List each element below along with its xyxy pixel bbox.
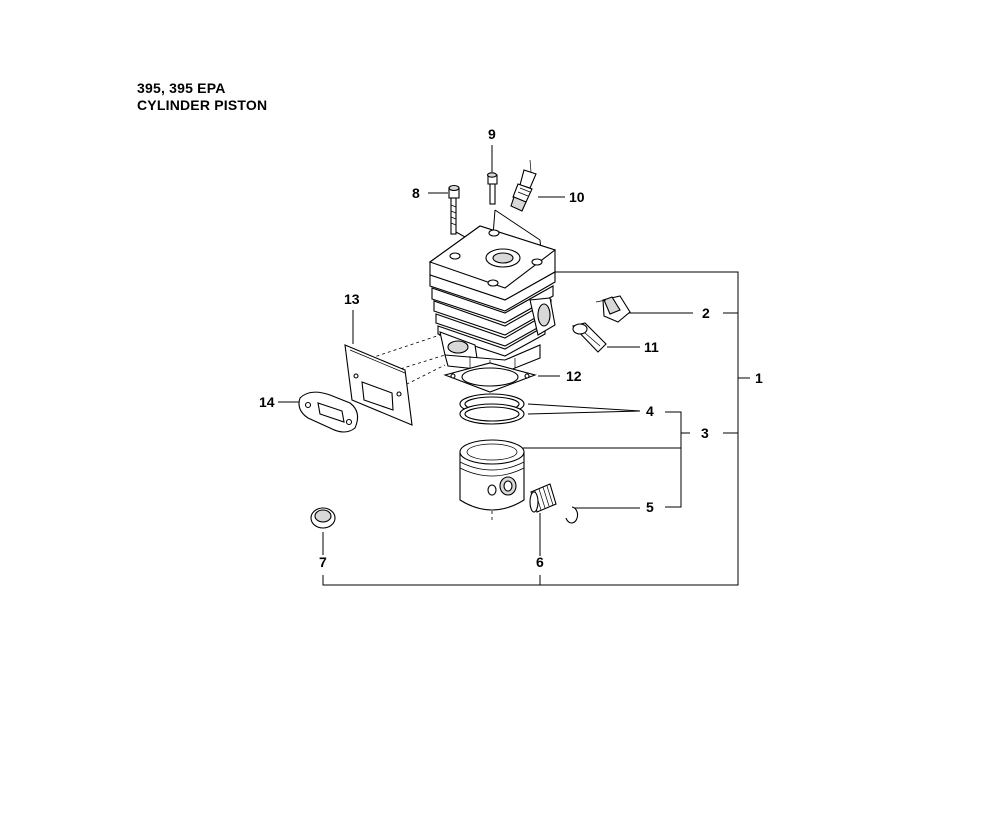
callout-12: 12 bbox=[566, 368, 582, 384]
callout-5: 5 bbox=[646, 499, 654, 515]
needle-bearing bbox=[529, 483, 557, 513]
base-gasket bbox=[443, 362, 537, 393]
callout-13: 13 bbox=[344, 291, 360, 307]
heat-shield-plate bbox=[344, 344, 413, 426]
callout-14: 14 bbox=[259, 394, 275, 410]
diagram-title: CYLINDER PISTON bbox=[137, 97, 268, 113]
exhaust-gasket bbox=[298, 391, 359, 433]
leader-lines bbox=[278, 145, 750, 586]
piston bbox=[459, 439, 525, 511]
callout-2: 2 bbox=[702, 305, 710, 321]
model-label: 395, 395 EPA bbox=[137, 80, 226, 96]
diagram-header: 395, 395 EPA CYLINDER PISTON bbox=[137, 80, 267, 114]
callout-7: 7 bbox=[319, 554, 327, 570]
adjuster-screw bbox=[571, 322, 607, 353]
spark-plug bbox=[510, 159, 537, 212]
callout-3: 3 bbox=[701, 425, 709, 441]
plug-cap bbox=[310, 507, 336, 529]
callout-11: 11 bbox=[644, 339, 659, 355]
decompression-valve bbox=[595, 295, 631, 323]
callout-4: 4 bbox=[646, 403, 654, 419]
callout-labels: 1 2 3 4 5 6 7 8 9 10 11 12 13 14 bbox=[259, 126, 763, 570]
callout-8: 8 bbox=[412, 185, 420, 201]
callout-6: 6 bbox=[536, 554, 544, 570]
callout-1: 1 bbox=[755, 370, 763, 386]
callout-10: 10 bbox=[569, 189, 585, 205]
circlip bbox=[565, 506, 579, 524]
piston-rings bbox=[459, 393, 525, 425]
cylinder-bolt bbox=[448, 184, 460, 235]
callout-9: 9 bbox=[488, 126, 496, 142]
screw-small bbox=[486, 172, 498, 205]
cylinder bbox=[428, 225, 557, 373]
